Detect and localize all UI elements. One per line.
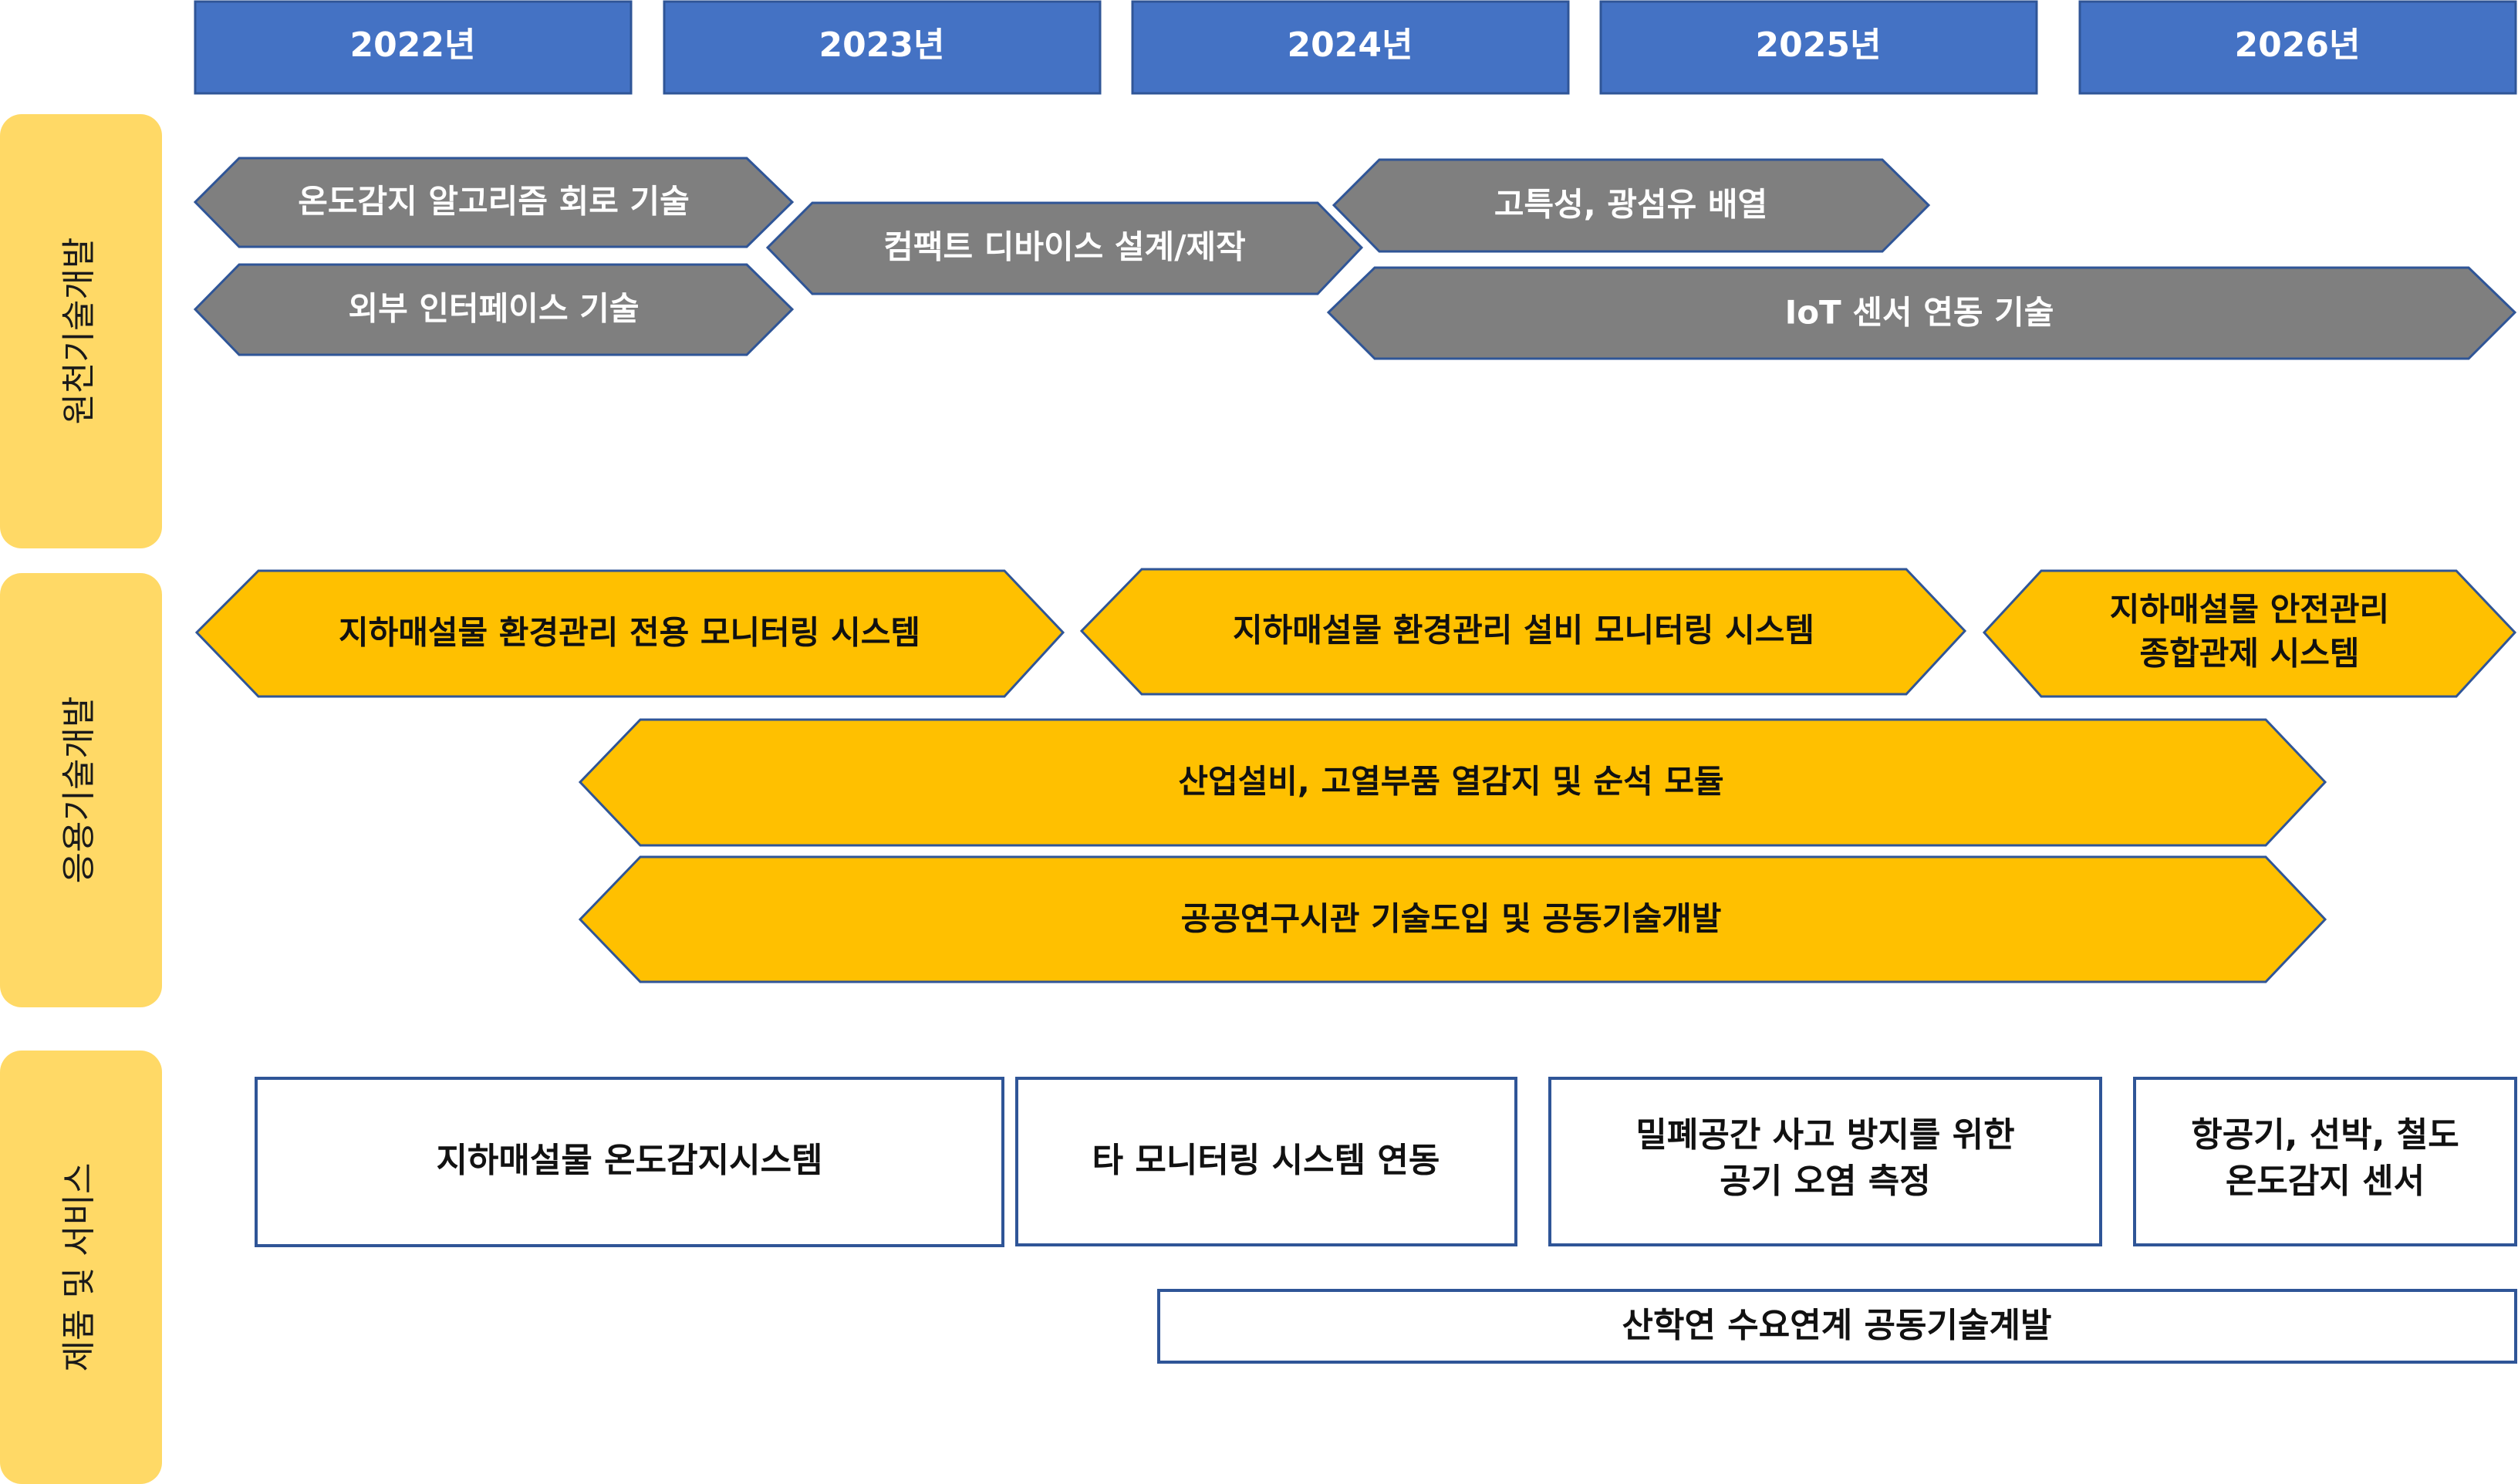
applied-label-heat-detection-module: 산업설비, 고열부품 열감지 및 순석 모듈 [1178,763,1723,801]
core-tech-bars: 온도감지 알고리즘 회로 기술 외부 인터페이스 기술 컴팩트 디바이스 설계/… [193,157,2517,360]
core-label-iot-sensor: IoT 센서 연동 기술 [1785,294,2054,332]
applied-tech-bars: 지하매설물 환경관리 전용 모니터링 시스템 지하매설물 환경관리 설비 모니터… [194,568,2517,983]
product-label-temp-system: 지하매설물 온도감지시스템 [436,1141,822,1180]
product-label-transport-sensor-line1: 항공기, 선박, 철도 [2191,1115,2459,1155]
category-tab-core [0,114,162,548]
year-header-2026 [2078,0,2517,95]
year-label-2022: 2022년 [350,25,476,65]
product-box-transport-sensor [2133,1077,2517,1246]
product-label-air-pollution-line2: 공기 오염 측정 [1720,1162,1931,1201]
applied-label-safety-control-line2: 종합관제 시스템 [2139,635,2359,673]
year-header-2024 [1131,0,1570,95]
applied-label-public-research: 공공연구시관 기술도입 및 공동기술개발 [1181,900,1722,938]
applied-label-dedicated-monitoring: 지하매설물 환경관리 전용 모니터링 시스템 [339,614,920,652]
product-box-temp-system [255,1077,1004,1247]
year-header-2023 [663,0,1102,95]
product-boxes: 지하매설물 온도감지시스템 타 모니터링 시스템 연동 밀폐공간 사고 방지를 … [255,1077,2517,1364]
core-label-external-interface: 외부 인터페이스 기술 [348,290,639,328]
year-label-2026: 2026년 [2235,25,2361,65]
product-label-industry-collab: 산학연 수요연계 공동기술계발 [1622,1306,2052,1345]
category-tab-product [0,1051,162,1484]
product-label-other-monitoring: 타 모니터링 시스템 연동 [1092,1141,1440,1180]
core-bar-temp-algorithm [193,157,795,248]
core-bar-external-interface [193,263,795,356]
year-header-2025 [1599,0,2038,95]
year-label-2023: 2023년 [819,25,945,65]
applied-bar-heat-detection-module [578,718,2327,847]
product-box-other-monitoring [1015,1077,1517,1246]
category-tabs: 원천기술개발 응용기술개발 제품 및 서비스 [0,114,162,1484]
year-label-2025: 2025년 [1756,25,1882,65]
year-headers: 2022년 2023년 2024년 2025년 2026년 [194,0,2517,95]
applied-label-facility-monitoring: 지하매설물 환경관리 설비 모니터링 시스템 [1233,612,1814,649]
category-label-core: 원천기술개발 [59,238,99,425]
core-bar-iot-sensor [1326,266,2517,360]
applied-bar-safety-control [1982,569,2517,698]
core-bar-high-spec-fiber [1332,158,1931,253]
applied-bar-dedicated-monitoring [194,569,1065,698]
category-label-product: 제품 및 서비스 [59,1163,99,1372]
year-header-2022 [194,0,633,95]
applied-label-safety-control-line1: 지하매설물 안전관리 [2110,591,2389,629]
product-label-air-pollution-line1: 밀폐공간 사고 방지를 위한 [1635,1115,2014,1155]
product-label-transport-sensor-line2: 온도감지 센서 [2226,1162,2425,1201]
year-label-2024: 2024년 [1288,25,1413,65]
core-label-temp-algorithm: 온도감지 알고리즘 회로 기술 [298,183,690,221]
applied-bar-facility-monitoring [1079,568,1967,696]
product-box-industry-collab [1157,1289,2517,1364]
category-tab-applied [0,573,162,1007]
core-label-compact-device: 컴팩트 디바이스 설계/제작 [883,228,1246,266]
category-label-applied: 응용기술개발 [59,696,99,884]
product-box-air-pollution [1548,1077,2102,1246]
core-bar-compact-device [765,201,1364,295]
core-label-high-spec-fiber: 고특성, 광섬유 배열 [1494,186,1767,224]
applied-bar-public-research [578,855,2327,983]
